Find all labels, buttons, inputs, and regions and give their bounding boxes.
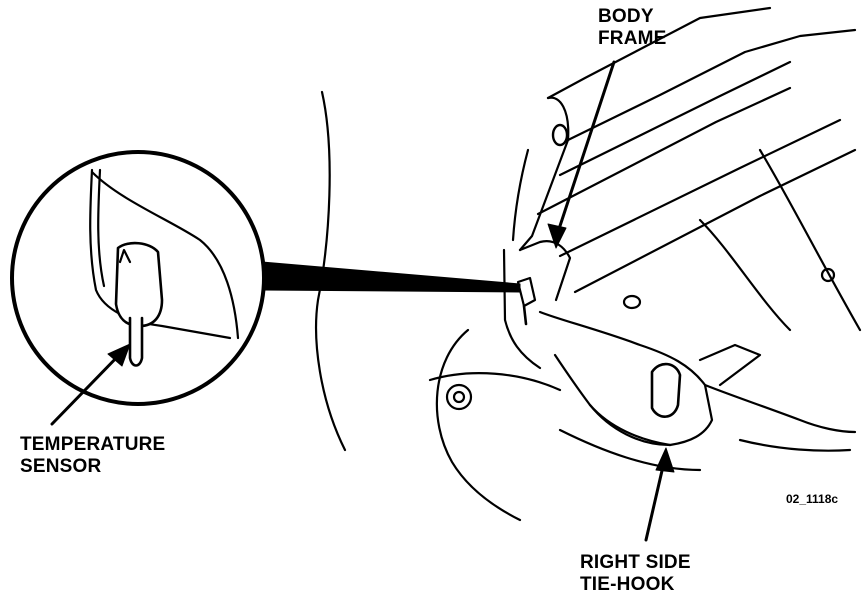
- frame-rail-top: [546, 6, 772, 100]
- body-frame-label-line2: FRAME: [598, 28, 667, 49]
- magnified-panel-curve: [90, 170, 240, 340]
- frame-rail-inner: [566, 28, 857, 142]
- frame-side-line: [511, 148, 530, 242]
- fender-edge: [315, 90, 347, 452]
- frame-crossmember2: [573, 148, 857, 294]
- body-frame-label: BODY FRAME: [598, 6, 667, 50]
- underbody-bolt-inner: [452, 390, 466, 404]
- arrow-tie-hook: [644, 447, 675, 542]
- temperature-sensor-label-line1: TEMPERATURE: [20, 434, 166, 455]
- sensor-small-body: [516, 276, 537, 308]
- underbody-contour-2: [558, 428, 702, 472]
- frame-hole-top: [551, 123, 569, 147]
- tie-hook-right-edge: [703, 383, 857, 434]
- tie-hook-label: RIGHT SIDE TIE-HOOK: [580, 552, 691, 596]
- figure-code: 02_1118c: [786, 492, 839, 506]
- tie-hook-label-line2: TIE-HOOK: [580, 574, 675, 595]
- magnified-bracket-edge: [97, 168, 106, 288]
- magnified-sensor-body: [114, 241, 164, 328]
- frame-rail-face: [558, 60, 792, 177]
- tie-hook-slot: [650, 362, 682, 418]
- frame-edge-right: [758, 148, 862, 332]
- tie-hook-label-line1: RIGHT SIDE: [580, 552, 691, 573]
- callout-beam: [261, 261, 521, 293]
- arrow-temperature-sensor: [50, 343, 131, 426]
- frame-hole-mid: [622, 294, 642, 310]
- frame-rail-face2: [536, 86, 792, 216]
- body-frame-label-line1: BODY: [598, 6, 654, 27]
- sensor-small-probe: [522, 304, 528, 326]
- underbody-contour-3: [738, 438, 852, 452]
- wheel-well-arc: [435, 328, 522, 522]
- frame-lower-left: [502, 248, 542, 370]
- underbody-bolt-outer: [445, 383, 473, 411]
- temperature-sensor-label: TEMPERATURE SENSOR: [20, 434, 165, 478]
- frame-hole-right: [820, 267, 836, 283]
- magnified-sensor-tab: [118, 248, 132, 264]
- magnified-sensor-probe: [128, 316, 144, 367]
- temperature-sensor-label-line2: SENSOR: [20, 456, 102, 477]
- tie-hook-body: [538, 310, 714, 447]
- frame-edge-right2: [698, 218, 792, 332]
- arrow-body-frame: [547, 60, 616, 249]
- frame-bracket: [518, 240, 572, 302]
- frame-crossmember: [558, 118, 842, 258]
- tie-hook-lower-edge: [588, 403, 672, 447]
- underbody-contour-1: [428, 372, 562, 392]
- tie-hook-plate: [698, 343, 762, 387]
